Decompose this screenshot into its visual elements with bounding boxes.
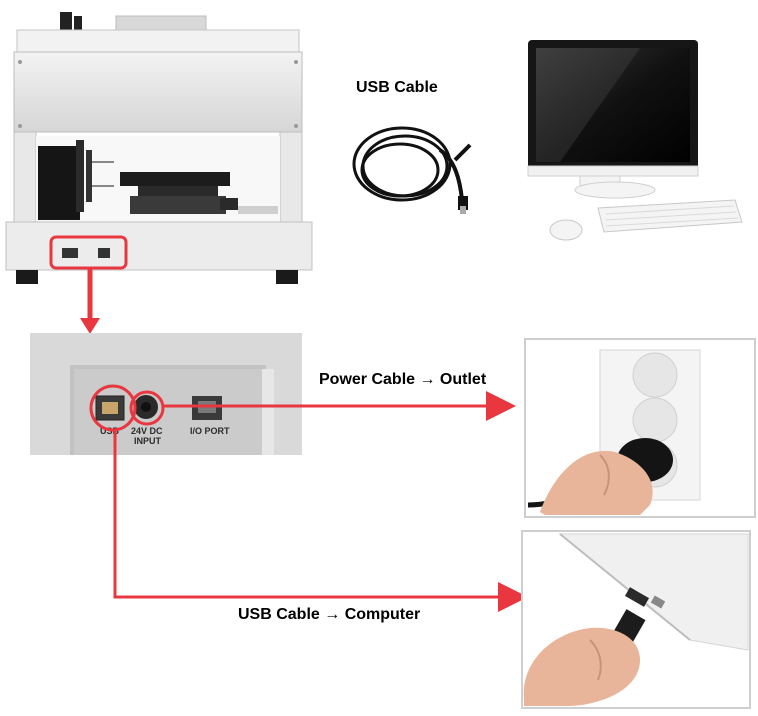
dc-input-label-line1: 24V DC bbox=[131, 426, 163, 436]
laptop-usb-photo bbox=[521, 530, 751, 709]
dc-port-highlight bbox=[129, 390, 165, 426]
usb-cable-icon bbox=[352, 126, 472, 214]
dc-input-label-line2: INPUT bbox=[134, 436, 162, 446]
usb-cable-label: USB Cable bbox=[356, 79, 438, 96]
device-illustration bbox=[5, 12, 313, 284]
usb-port-highlight bbox=[89, 384, 137, 432]
port-panel-zoom bbox=[30, 333, 302, 455]
power-route-label: Power Cable → Outlet bbox=[319, 371, 487, 388]
usb-route-label: USB Cable → Computer bbox=[238, 606, 421, 623]
usb-route-arrow bbox=[113, 430, 528, 612]
power-strip-photo bbox=[524, 338, 756, 518]
computer-icon bbox=[527, 40, 743, 241]
io-port-label: I/O PORT bbox=[190, 426, 230, 436]
